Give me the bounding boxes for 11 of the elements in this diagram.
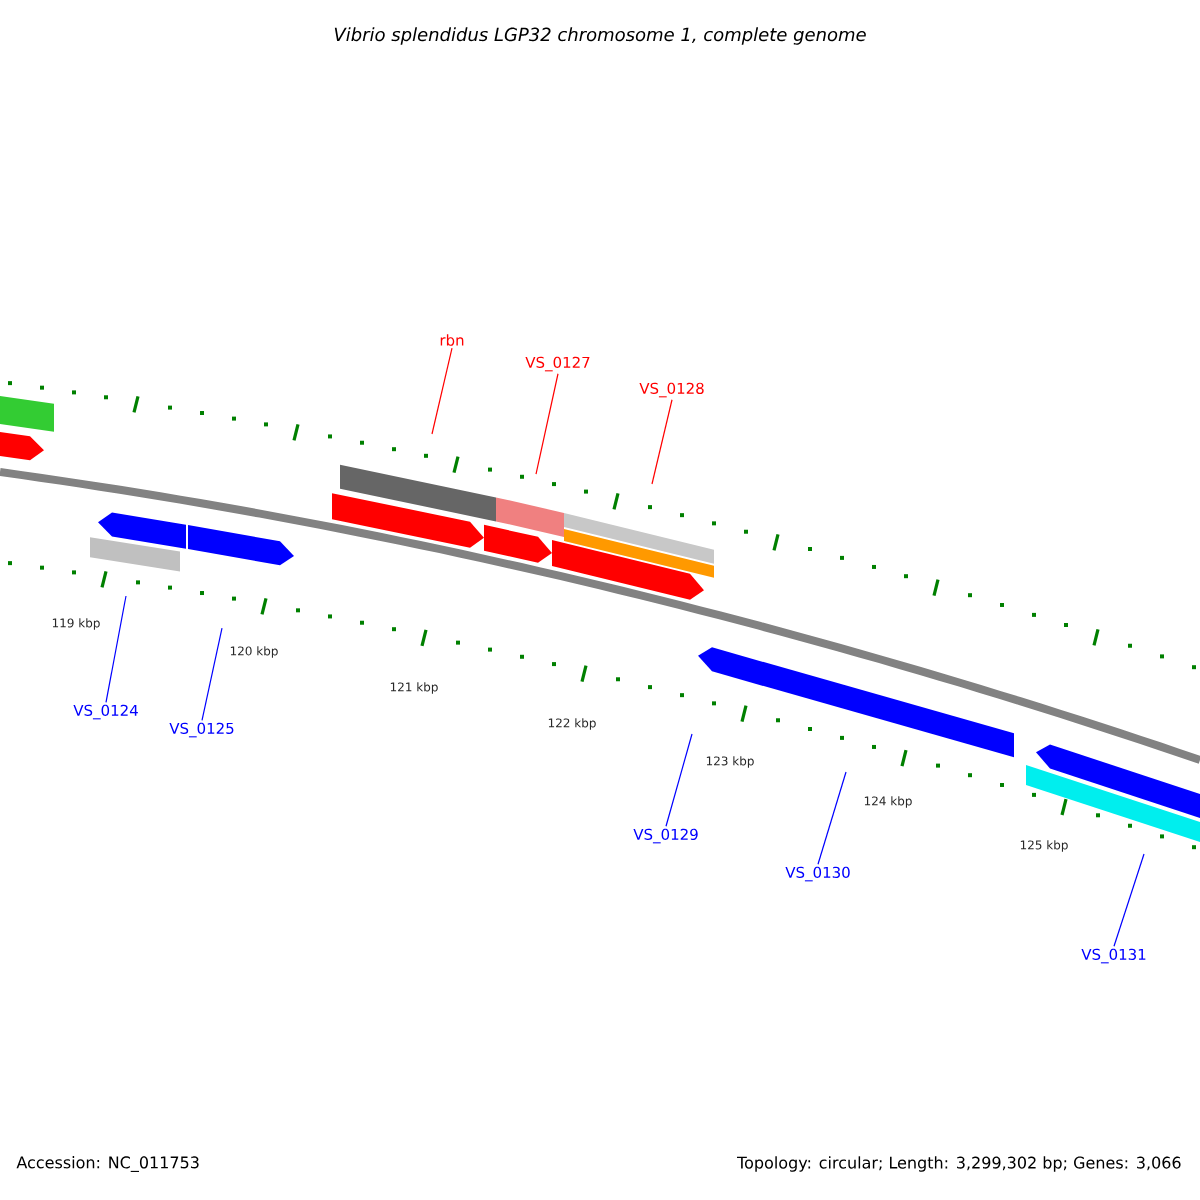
leader-line (431, 347, 453, 435)
leader-line (105, 595, 127, 703)
footer-text: Accession: NC_011753 (16, 1156, 199, 1172)
leader-line (665, 733, 693, 827)
leader-line (1113, 853, 1145, 947)
leader-line (535, 373, 559, 475)
footer-text: Topology: circular; Length: 3,299,302 bp; Genes: 3,066 (737, 1156, 1181, 1172)
leader-line (651, 399, 673, 485)
leader-line (201, 627, 223, 721)
leader-line (817, 771, 847, 865)
title: Vibrio splendidus LGP32 chromosome 1, complete genome (334, 27, 866, 45)
